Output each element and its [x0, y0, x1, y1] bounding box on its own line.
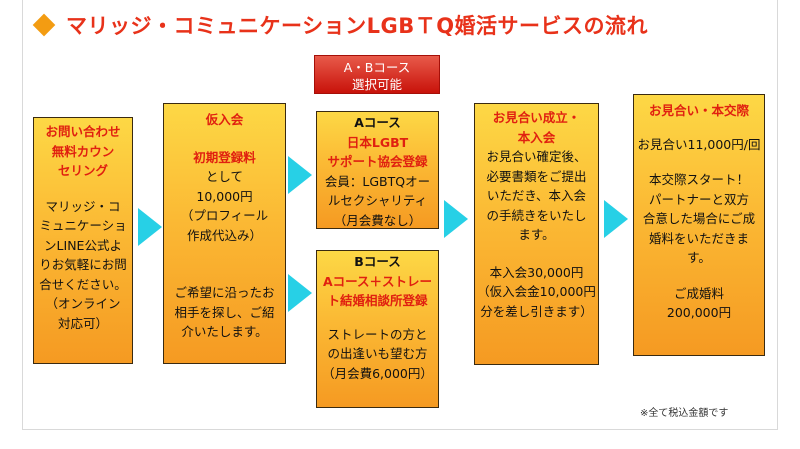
course-select-badge: A・Bコース 選択可能	[314, 55, 440, 94]
matching-heading-2: 本入会	[517, 129, 556, 145]
course-b-body-2: の出逢いも望む方	[327, 346, 428, 361]
dating-heading: お見合い・本交際	[648, 103, 749, 118]
matching-line-8: 分を差し引きます）	[480, 303, 593, 319]
course-b-red-2: ト結婚相談所登録	[327, 293, 428, 308]
matching-line-2: 必要書類をご提出	[486, 168, 587, 184]
inquiry-heading-2: 無料カウン	[51, 143, 115, 159]
course-a-red-1: 日本LGBT	[346, 134, 409, 150]
provisional-line-3: （プロフィール	[180, 208, 269, 223]
inquiry-heading-3: セリング	[57, 163, 108, 178]
dating-line-3: パートナーと双方	[648, 191, 749, 207]
step-inquiry-box: お問い合わせ 無料カウン セリング マリッジ・コ ミュニケーショ ンLINE公式…	[33, 117, 133, 364]
dating-line-6: す。	[687, 250, 711, 265]
course-b-body-3: （月会費6,000円）	[322, 365, 433, 381]
inquiry-body-7: 対応可）	[57, 315, 108, 331]
inquiry-body-4: りお気軽にお問	[39, 257, 127, 272]
matching-line-6: 本入会30,000円	[489, 264, 584, 280]
course-b-red-1: Aコース＋ストレー	[322, 273, 433, 289]
provisional-line-5: ご希望に沿ったお	[174, 285, 275, 300]
course-a-body-2: ルセクシャリティ	[327, 193, 428, 208]
provisional-subheading: 初期登録料	[193, 149, 256, 165]
arrow-upper-right-icon	[288, 156, 312, 194]
slide-frame	[22, 0, 778, 430]
matching-line-1: お見合い確定後、	[486, 149, 587, 164]
provisional-line-7: 介いたします。	[181, 324, 268, 339]
course-a-body-1: 会員：LGBTQオー	[324, 173, 431, 189]
inquiry-body-6: （オンライン	[45, 296, 121, 311]
page-title: マリッジ・コミュニケーションLGBＴQ婚活サービスの流れ	[30, 10, 648, 40]
inquiry-body-3: ンLINE公式よ	[44, 237, 122, 253]
course-a-red-2: サポート協会登録	[327, 154, 428, 169]
dating-line-4: 合意した場合にご成	[642, 211, 756, 226]
arrow-right-icon	[604, 200, 628, 238]
inquiry-body-5: 合せください。	[39, 276, 127, 292]
course-a-box: Aコース 日本LGBT サポート協会登録 会員：LGBTQオー ルセクシャリティ…	[316, 111, 439, 229]
matching-line-5: ます。	[518, 227, 555, 242]
step-dating-box: お見合い・本交際 お見合い11,000円/回 本交際スタート！ パートナーと双方…	[633, 94, 765, 356]
matching-line-4: の手続きをいたし	[486, 207, 587, 223]
badge-line2: 選択可能	[351, 77, 402, 92]
matching-heading-1: お見合い成立・	[492, 110, 581, 125]
tax-footnote: ※全て税込金額です	[640, 408, 729, 419]
course-b-body-1: ストレートの方と	[327, 326, 428, 342]
course-a-body-3: （月会費なし）	[333, 212, 422, 228]
course-b-box: Bコース Aコース＋ストレー ト結婚相談所登録 ストレートの方と の出逢いも望む…	[316, 250, 439, 408]
arrow-right-icon	[444, 200, 468, 238]
badge-line1: A・Bコース	[343, 60, 411, 75]
provisional-line-2: 10,000円	[196, 188, 253, 204]
provisional-heading: 仮入会	[205, 112, 244, 127]
provisional-line-4: 作成代込み）	[186, 227, 262, 243]
inquiry-heading-1: お問い合わせ	[45, 124, 121, 139]
course-a-heading: Aコース	[354, 115, 401, 130]
step-matching-box: お見合い成立・ 本入会 お見合い確定後、 必要書類をご提出 いただき、本入会 の…	[474, 103, 599, 365]
arrow-right-icon	[138, 208, 162, 246]
provisional-line-6: 相手を探し、ご紹	[174, 304, 275, 320]
arrow-lower-right-icon	[288, 274, 312, 312]
matching-line-3: いただき、本入会	[486, 188, 587, 203]
dating-line-7: ご成婚料	[673, 285, 724, 301]
inquiry-body-2: ミュニケーショ	[39, 218, 127, 233]
provisional-line-1: として	[205, 169, 244, 184]
course-b-heading: Bコース	[354, 254, 401, 269]
diamond-bullet-icon	[32, 13, 56, 37]
dating-line-1: お見合い11,000円/回	[637, 136, 761, 152]
inquiry-body-1: マリッジ・コ	[45, 198, 121, 214]
dating-line-8: 200,000円	[666, 305, 732, 320]
title-text: マリッジ・コミュニケーションLGBＴQ婚活サービスの流れ	[66, 14, 649, 38]
step-provisional-box: 仮入会 初期登録料 として 10,000円 （プロフィール 作成代込み） ご希望…	[163, 103, 286, 364]
matching-line-7: （仮入会金10,000円	[477, 284, 596, 299]
dating-line-2: 本交際スタート！	[648, 172, 749, 187]
dating-line-5: 婚料をいただきま	[648, 230, 749, 246]
